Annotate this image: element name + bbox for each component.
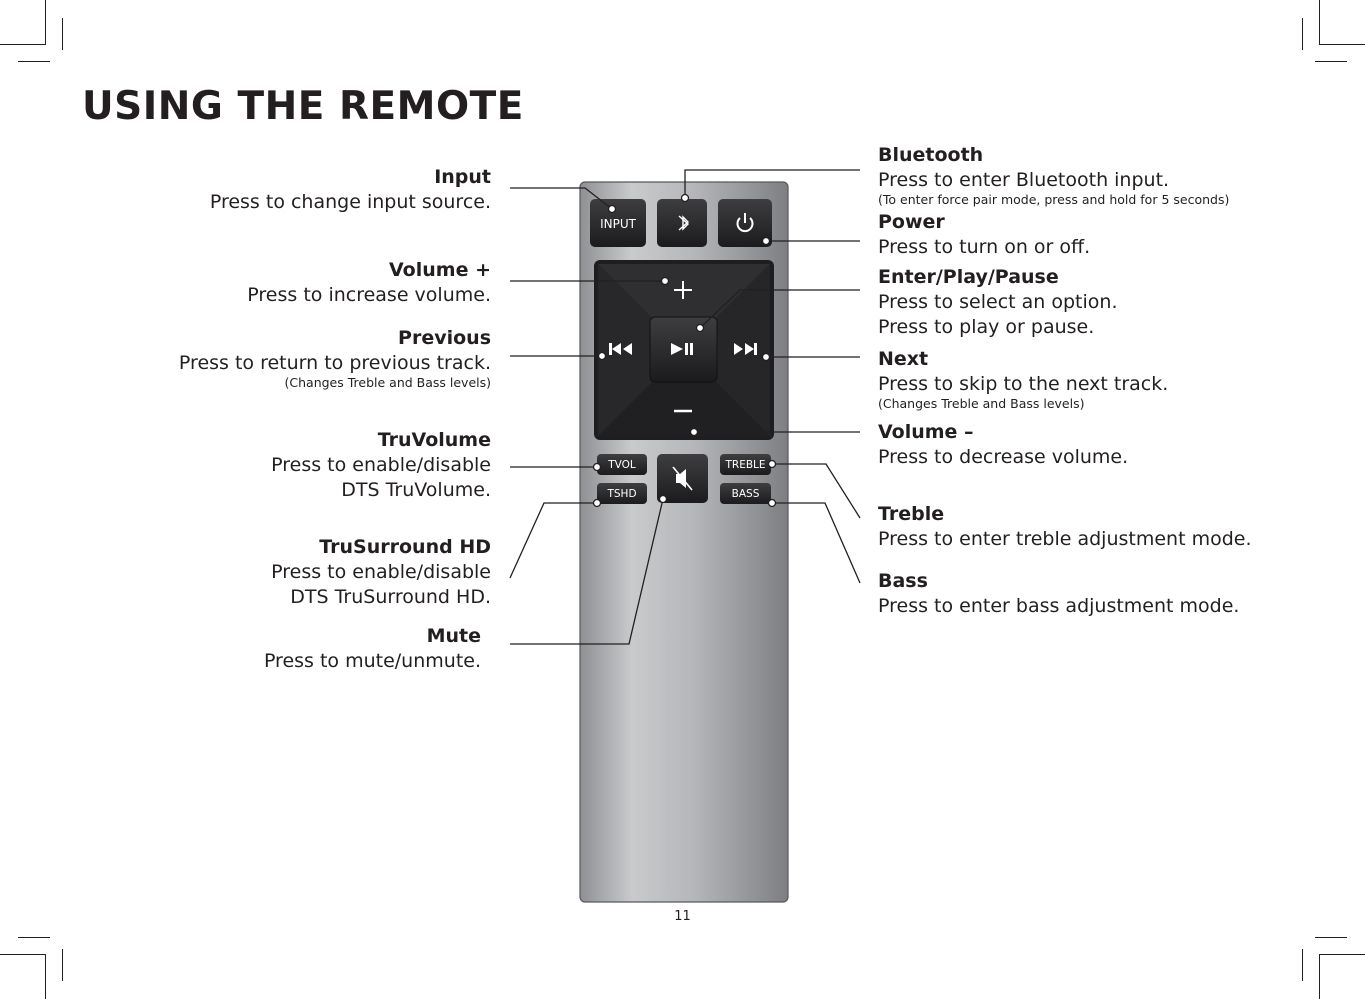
label-desc: Press to decrease volume.: [878, 446, 1129, 468]
label-heading: Input: [434, 166, 491, 188]
crop-mark: [62, 949, 63, 981]
input-button-label: INPUT: [600, 217, 637, 231]
label-desc: Press to mute/unmute.: [263, 650, 481, 672]
enter-play-pause-button: [649, 316, 718, 383]
previous-icon: [609, 343, 632, 355]
tshd-button: [597, 483, 647, 504]
input-button: [590, 199, 646, 247]
label-heading: TruSurround HD: [319, 536, 491, 558]
tvol-button-label: TVOL: [607, 459, 636, 471]
treble-button-label: TREBLE: [724, 459, 765, 471]
label-desc: Press to skip to the next track.: [878, 373, 1169, 395]
label-heading: Mute: [426, 625, 481, 647]
crop-mark: [1319, 955, 1320, 999]
label-heading: Bass: [878, 570, 928, 592]
label-desc: Press to enable/disable: [271, 454, 491, 476]
label-desc: Press to change input source.: [209, 191, 491, 213]
label-heading: Enter/Play/Pause: [878, 266, 1059, 288]
label-bass: Bass Press to enter bass adjustment mode…: [878, 569, 1239, 619]
crop-mark: [1319, 44, 1365, 45]
mute-icon: [672, 466, 693, 491]
label-note: (Changes Treble and Bass levels): [284, 375, 491, 390]
leader-treble: [772, 463, 861, 519]
label-desc: Press to enter Bluetooth input.: [878, 169, 1170, 191]
label-truvolume: TruVolume Press to enable/disable DTS Tr…: [271, 428, 491, 503]
crop-mark: [1302, 18, 1303, 50]
label-desc: DTS TruSurround HD.: [290, 586, 491, 608]
label-heading: TruVolume: [377, 429, 491, 451]
label-desc: Press to enable/disable: [271, 561, 491, 583]
label-next: Next Press to skip to the next track. (C…: [878, 347, 1168, 411]
leader-bass: [772, 502, 861, 584]
play-pause-icon: [671, 343, 693, 355]
crop-mark: [0, 954, 46, 955]
label-input: Input Press to change input source.: [210, 165, 491, 215]
label-heading: Power: [878, 211, 945, 233]
tshd-button-label: TSHD: [606, 488, 636, 500]
leader-input: [510, 187, 613, 210]
label-heading: Volume –: [878, 421, 974, 443]
crop-mark: [18, 61, 50, 62]
label-heading: Next: [878, 348, 929, 370]
bass-button: [720, 483, 771, 504]
label-note: (To enter force pair mode, press and hol…: [878, 192, 1230, 207]
leader-enter: [699, 289, 860, 329]
label-desc: Press to enter treble adjustment mode.: [878, 528, 1252, 550]
page-title: USING THE REMOTE: [82, 84, 524, 129]
label-desc: Press to return to previous track.: [178, 352, 491, 374]
label-heading: Bluetooth: [878, 144, 984, 166]
leader-bluetooth: [684, 169, 860, 198]
bass-button-label: BASS: [732, 488, 760, 500]
label-trusurround: TruSurround HD Press to enable/disable D…: [271, 535, 491, 610]
crop-mark: [62, 18, 63, 50]
treble-button: [720, 454, 771, 475]
crop-mark: [1319, 0, 1320, 44]
label-volume-down: Volume – Press to decrease volume.: [878, 420, 1128, 470]
page-number: 11: [674, 909, 691, 924]
label-desc: DTS TruVolume.: [341, 479, 491, 501]
leader-trusurround: [509, 502, 597, 579]
label-treble: Treble Press to enter treble adjustment …: [878, 502, 1252, 552]
label-desc: Press to select an option.: [878, 291, 1118, 313]
label-desc: Press to play or pause.: [878, 316, 1095, 338]
label-heading: Volume +: [389, 259, 491, 281]
crop-mark: [1302, 949, 1303, 981]
volume-up-icon: [674, 281, 692, 299]
label-desc: Press to turn on or off.: [878, 236, 1091, 258]
label-desc: Press to enter bass adjustment mode.: [878, 595, 1240, 617]
crop-mark: [18, 937, 50, 938]
bluetooth-icon: [678, 215, 690, 231]
power-icon: [736, 213, 754, 233]
bluetooth-button: [657, 199, 707, 247]
leader-mute: [510, 498, 664, 645]
crop-mark: [1319, 954, 1365, 955]
label-heading: Previous: [398, 327, 491, 349]
label-power: Power Press to turn on or off.: [878, 210, 1090, 260]
crop-mark: [45, 0, 46, 44]
label-enter: Enter/Play/Pause Press to select an opti…: [878, 265, 1118, 340]
label-mute: Mute Press to mute/unmute.: [264, 624, 481, 674]
crop-mark: [1315, 937, 1347, 938]
crop-mark: [0, 44, 46, 45]
crop-mark: [1315, 61, 1347, 62]
label-volume-up: Volume + Press to increase volume.: [247, 258, 491, 308]
next-icon: [734, 343, 757, 355]
tvol-button: [597, 454, 647, 475]
label-heading: Treble: [878, 503, 945, 525]
label-bluetooth: Bluetooth Press to enter Bluetooth input…: [878, 143, 1229, 207]
crop-mark: [45, 955, 46, 999]
label-previous: Previous Press to return to previous tra…: [179, 326, 491, 390]
label-note: (Changes Treble and Bass levels): [878, 396, 1085, 411]
label-desc: Press to increase volume.: [247, 284, 491, 306]
